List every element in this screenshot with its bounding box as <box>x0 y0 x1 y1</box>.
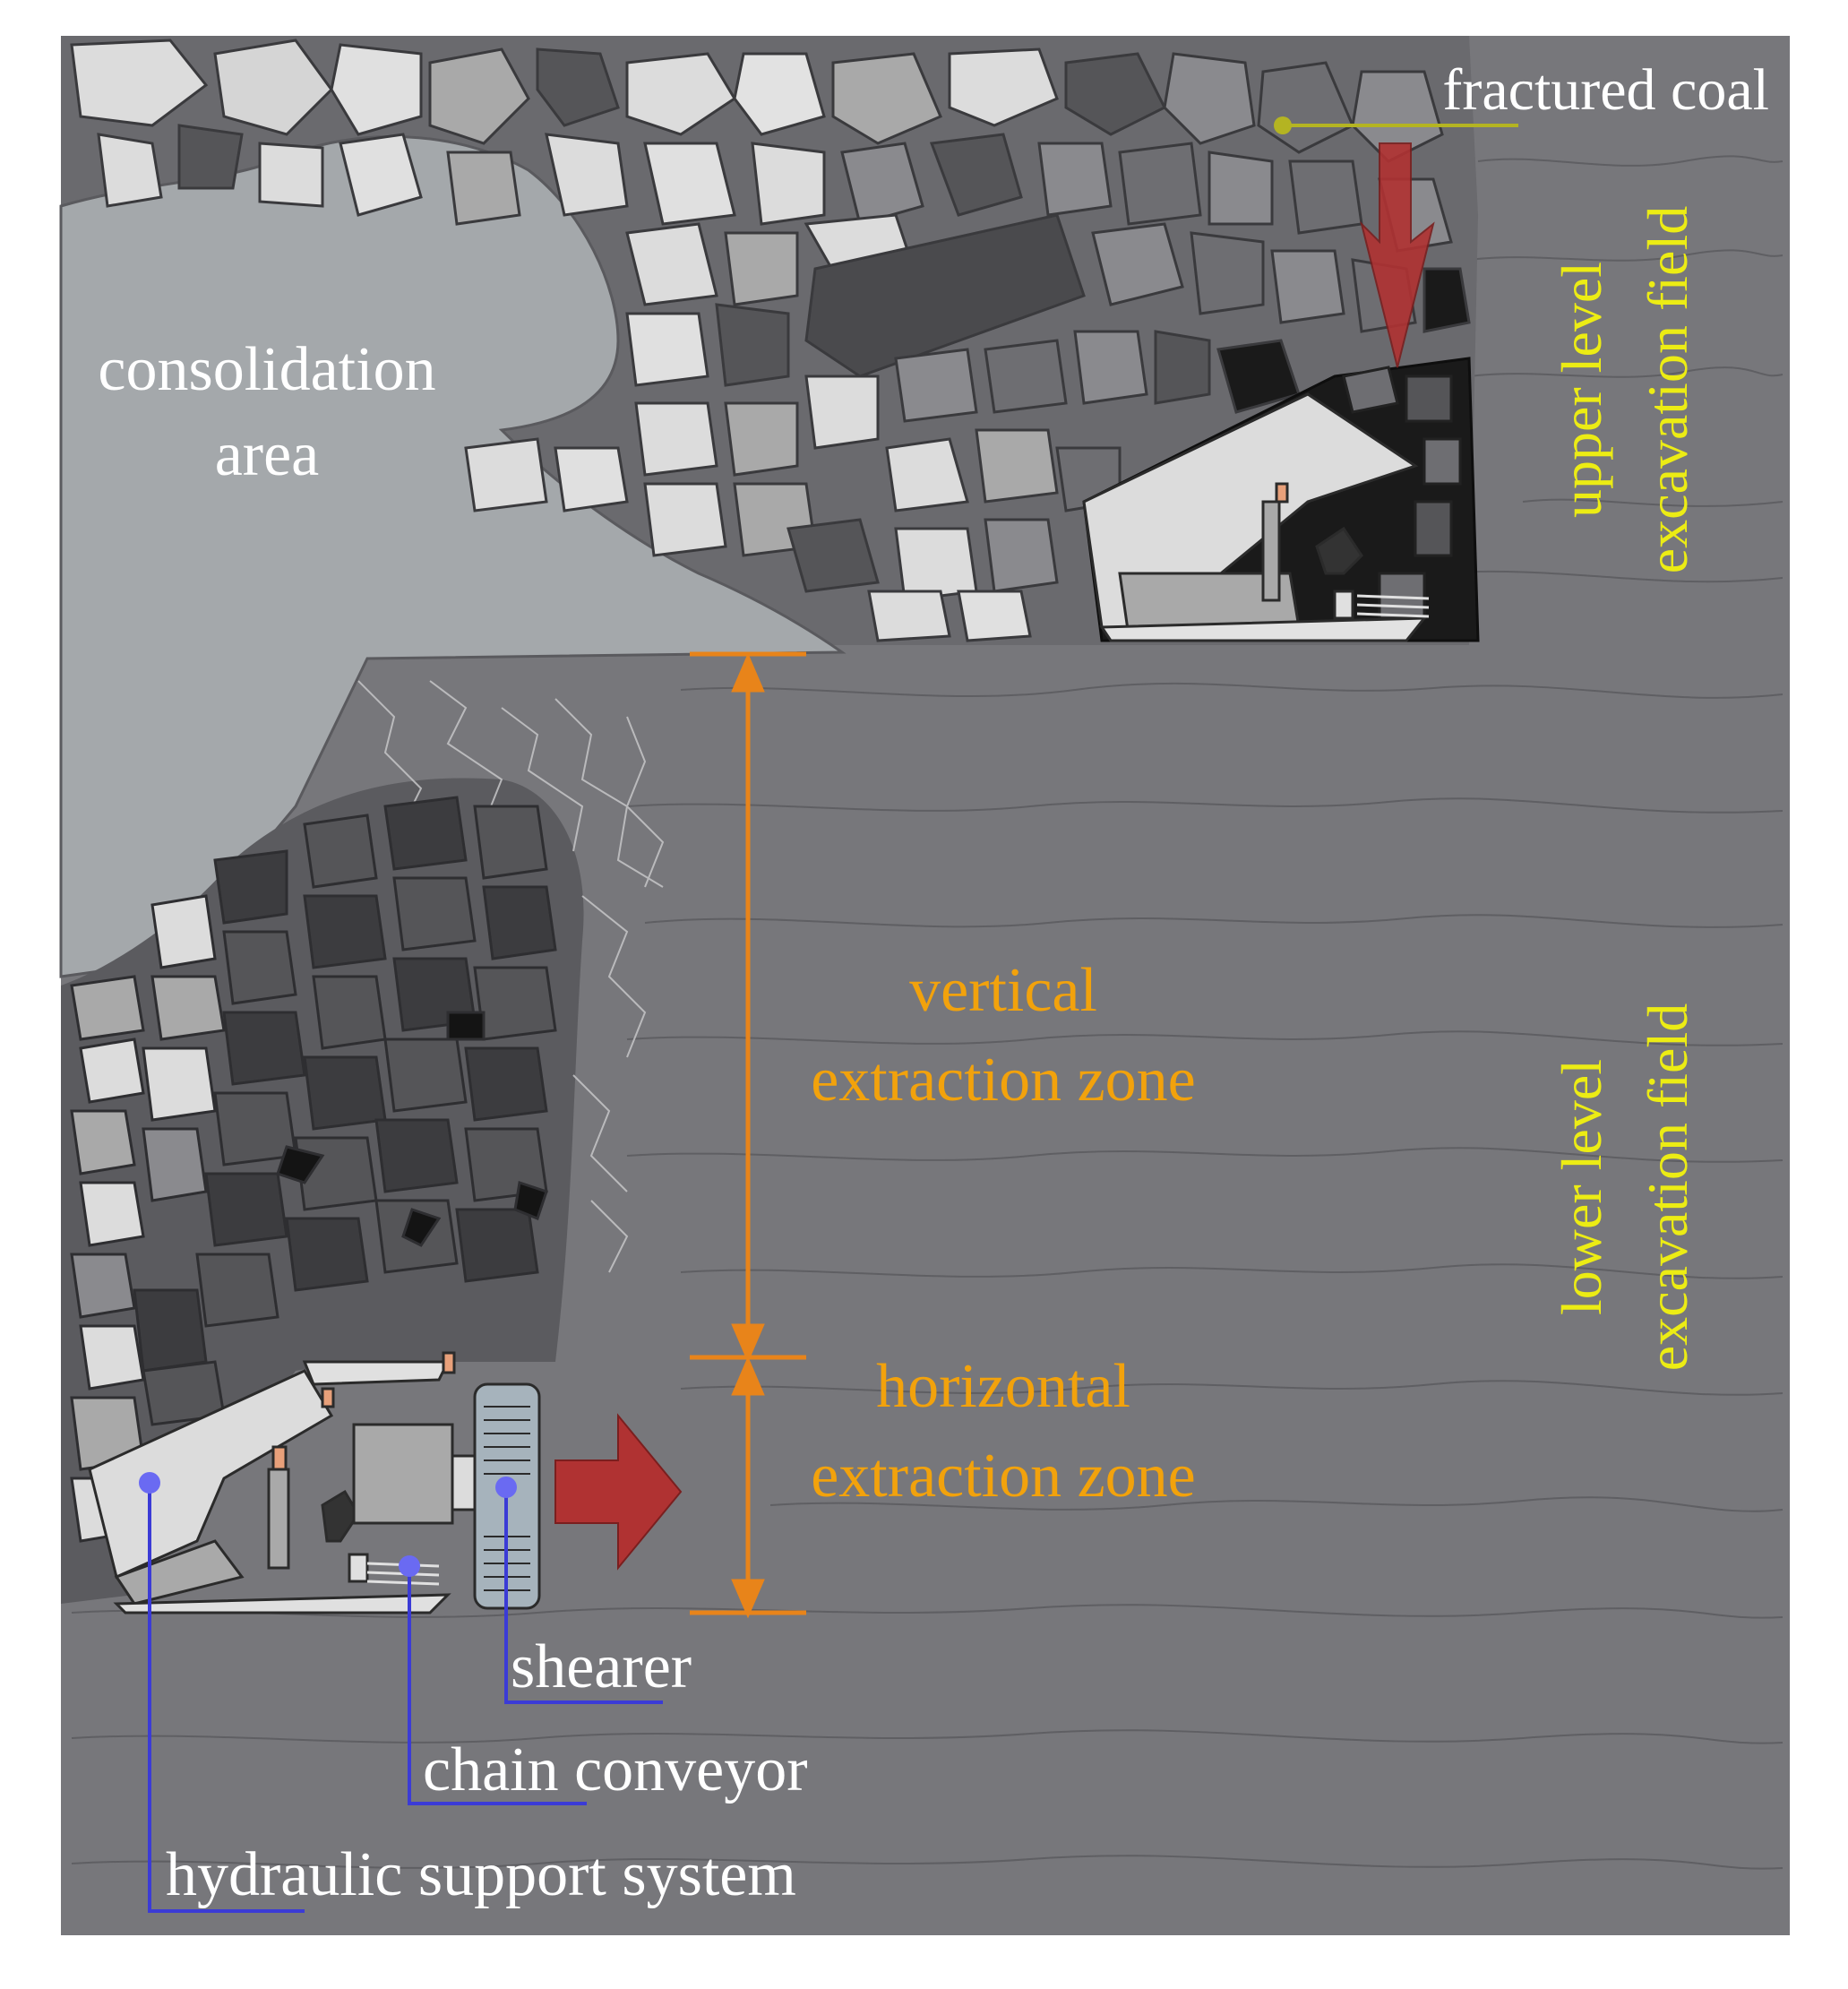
lower-rubble-rocks <box>70 796 557 1543</box>
horizontal-zone-label-line1: horizontal <box>876 1352 1130 1421</box>
advance-red-arrow <box>554 1413 683 1571</box>
fractured-coal-label: fractured coal <box>1442 57 1769 123</box>
vertical-zone-label-line1: vertical <box>909 956 1097 1025</box>
lower-field-label-line1: lower level <box>1550 1059 1613 1315</box>
consolidation-area-label-line1: consolidation <box>98 335 435 404</box>
upper-field-label-line1: upper level <box>1550 262 1613 518</box>
hydraulic-support-system-label: hydraulic support system <box>166 1840 796 1909</box>
downward-red-arrow <box>1360 142 1435 368</box>
shearer-label: shearer <box>511 1632 692 1701</box>
upper-field-label-line2: excavation field <box>1636 206 1699 573</box>
chain-conveyor-pointer <box>399 1555 587 1805</box>
chain-conveyor-label: chain conveyor <box>423 1735 808 1804</box>
shearer-pointer <box>495 1477 663 1704</box>
lower-field-label-line2: excavation field <box>1636 1003 1699 1371</box>
consolidation-area-label-line2: area <box>215 420 320 489</box>
vertical-zone-label-line2: extraction zone <box>811 1046 1196 1115</box>
horizontal-zone-label-line2: extraction zone <box>811 1442 1196 1511</box>
horizontal-zone-dimension <box>690 1356 806 1619</box>
hydraulic-support-pointer <box>139 1472 305 1913</box>
fracture-lines <box>357 680 665 1273</box>
upper-hydraulic-support <box>1082 392 1430 642</box>
fractured-coal-pointer <box>1274 116 1518 134</box>
